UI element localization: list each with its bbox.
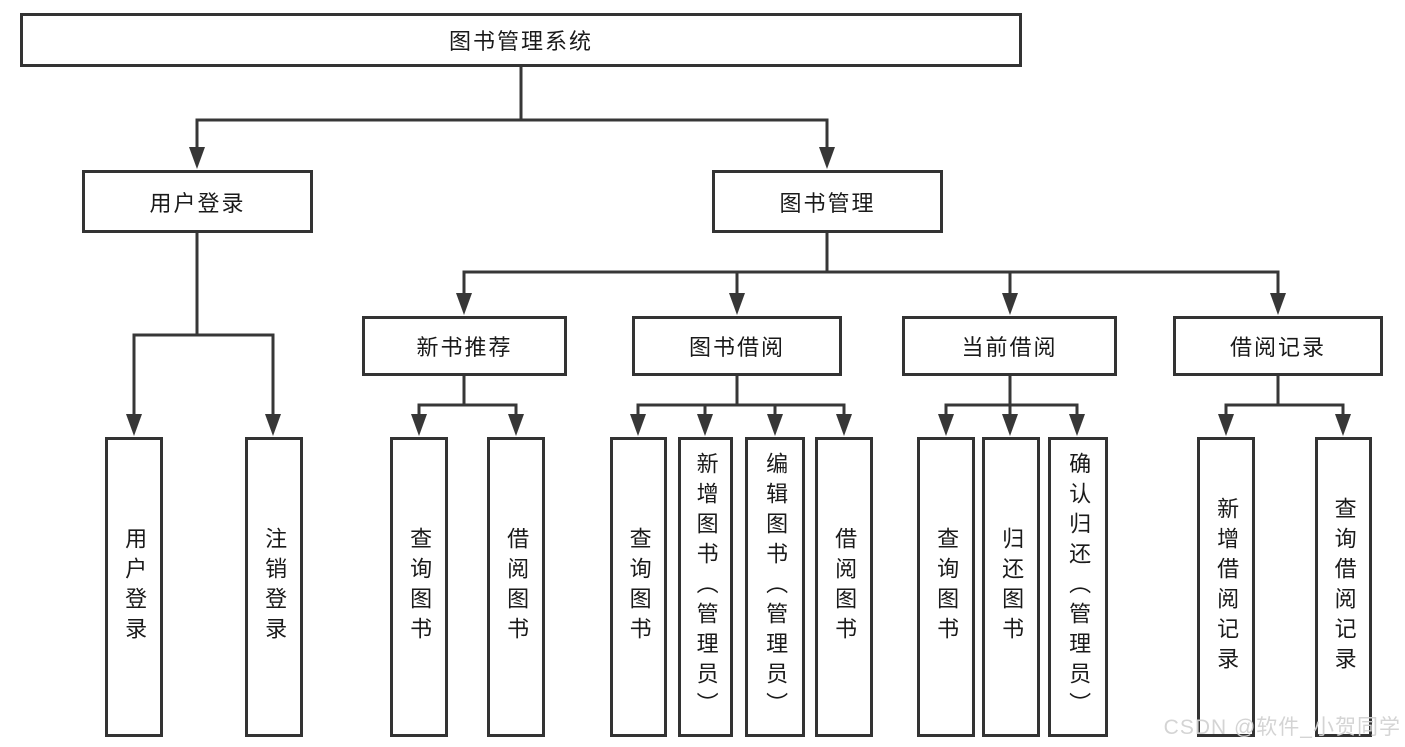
node-label: 查询图书 (934, 527, 960, 647)
node-label: 借阅记录 (1229, 335, 1326, 360)
node-label: 新书推荐 (416, 335, 513, 360)
leaf-confirm-return-admin: 确认归还（管理员） (1048, 437, 1108, 737)
node-label: 图书借阅 (688, 335, 785, 360)
node-label: 新增图书（管理员） (693, 452, 719, 722)
node-label: 归还图书 (999, 527, 1025, 647)
node-book-borrow: 图书借阅 (632, 316, 842, 376)
node-book-management: 图书管理 (712, 170, 943, 233)
node-user-login: 用户登录 (82, 170, 313, 233)
leaf-return-books: 归还图书 (982, 437, 1040, 737)
node-label: 借阅图书 (832, 527, 858, 647)
node-label: 图书管理系统 (448, 29, 593, 54)
csdn-watermark: CSDN @软件_小贺同学 (1163, 716, 1401, 739)
node-library-system: 图书管理系统 (20, 13, 1022, 67)
node-label: 图书管理 (779, 190, 876, 216)
node-label: 查询图书 (626, 527, 652, 647)
node-borrow-records: 借阅记录 (1173, 316, 1383, 376)
leaf-query-books-3: 查询图书 (917, 437, 975, 737)
node-label: 用户登录 (122, 527, 148, 647)
leaf-query-books-2: 查询图书 (610, 437, 667, 737)
node-new-book-recommend: 新书推荐 (362, 316, 567, 376)
leaf-edit-books-admin: 编辑图书（管理员） (745, 437, 805, 737)
leaf-add-books-admin: 新增图书（管理员） (678, 437, 733, 737)
leaf-logout: 注销登录 (245, 437, 303, 737)
node-current-borrow: 当前借阅 (902, 316, 1117, 376)
node-label: 查询借阅记录 (1331, 497, 1357, 677)
node-label: 注销登录 (262, 527, 288, 647)
leaf-add-borrow-record: 新增借阅记录 (1197, 437, 1255, 737)
node-label: 用户登录 (149, 190, 246, 216)
node-label: 当前借阅 (961, 335, 1058, 360)
leaf-query-books-1: 查询图书 (390, 437, 448, 737)
leaf-user-login: 用户登录 (105, 437, 163, 737)
node-label: 编辑图书（管理员） (763, 452, 789, 722)
leaf-borrow-books-1: 借阅图书 (487, 437, 545, 737)
node-label: 新增借阅记录 (1214, 497, 1240, 677)
leaf-query-borrow-record: 查询借阅记录 (1315, 437, 1372, 737)
node-label: 确认归还（管理员） (1066, 452, 1092, 722)
node-label: 借阅图书 (504, 527, 530, 647)
node-label: 查询图书 (407, 527, 433, 647)
leaf-borrow-books-2: 借阅图书 (815, 437, 873, 737)
